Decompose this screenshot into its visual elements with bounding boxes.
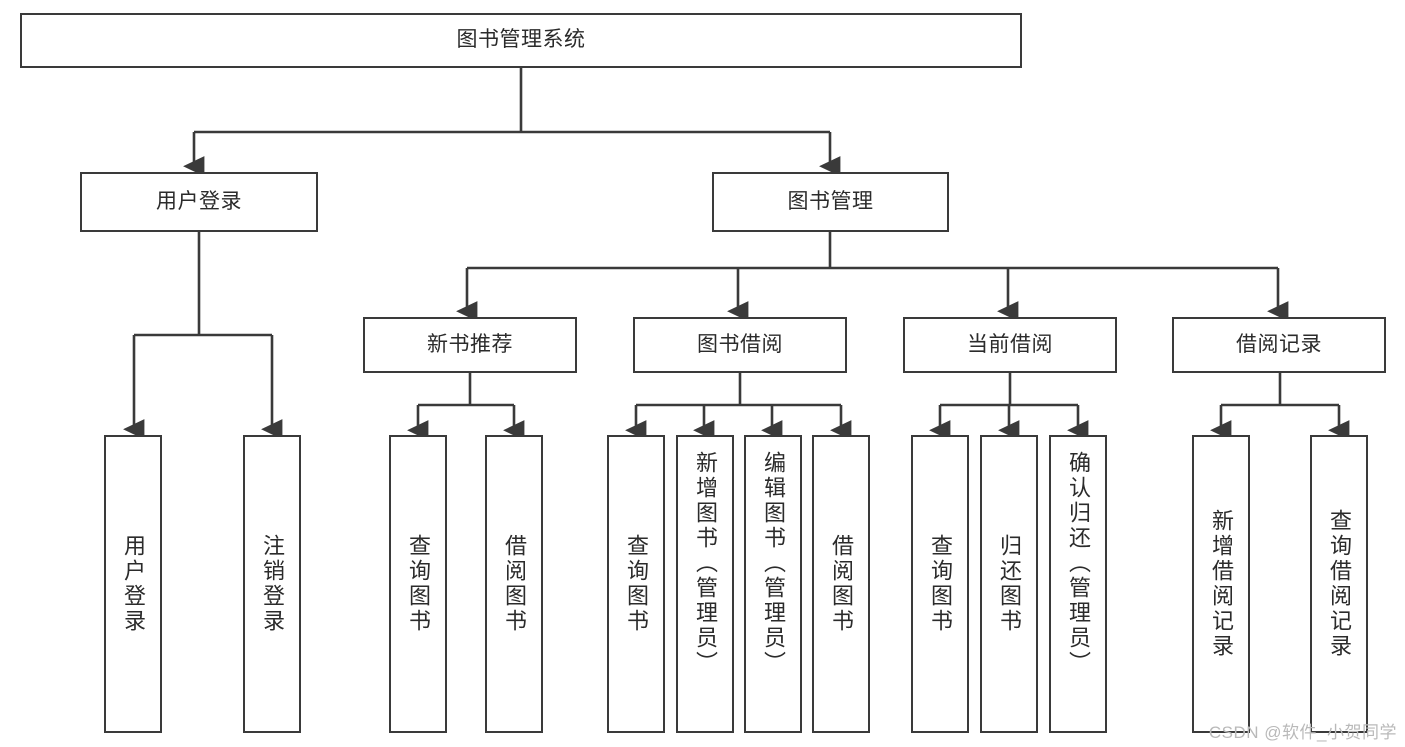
node-root[interactable]: 图书管理系统 <box>20 13 1022 68</box>
node-leaf-query-book-3-label: 查询图书 <box>928 534 953 634</box>
node-leaf-user-login-label: 用户登录 <box>121 534 146 634</box>
node-leaf-borrow-book-1[interactable]: 借阅图书 <box>485 435 543 733</box>
csdn-watermark: CSDN @软件_小贺同学 <box>1208 723 1397 742</box>
node-leaf-add-book[interactable]: 新增图书（管理员） <box>676 435 734 733</box>
node-current-borrow[interactable]: 当前借阅 <box>903 317 1117 373</box>
node-leaf-user-login[interactable]: 用户登录 <box>104 435 162 733</box>
node-leaf-add-record-label: 新增借阅记录 <box>1209 509 1234 659</box>
node-new-book-recommend[interactable]: 新书推荐 <box>363 317 577 373</box>
node-borrow-record-label: 借阅记录 <box>1236 332 1322 356</box>
node-current-borrow-label: 当前借阅 <box>967 332 1053 356</box>
node-leaf-borrow-book-1-label: 借阅图书 <box>502 534 527 634</box>
node-root-label: 图书管理系统 <box>456 28 586 52</box>
node-leaf-edit-book-label: 编辑图书（管理员） <box>761 451 786 676</box>
node-leaf-query-book-1[interactable]: 查询图书 <box>389 435 447 733</box>
node-book-borrow-label: 图书借阅 <box>697 332 783 356</box>
node-leaf-user-logout-label: 注销登录 <box>260 534 285 634</box>
node-leaf-user-logout[interactable]: 注销登录 <box>243 435 301 733</box>
node-borrow-record[interactable]: 借阅记录 <box>1172 317 1386 373</box>
node-leaf-query-record[interactable]: 查询借阅记录 <box>1310 435 1368 733</box>
node-leaf-query-book-3[interactable]: 查询图书 <box>911 435 969 733</box>
node-leaf-return-book-label: 归还图书 <box>997 534 1022 634</box>
node-book-manage[interactable]: 图书管理 <box>712 172 949 232</box>
node-leaf-borrow-book-2-label: 借阅图书 <box>829 534 854 634</box>
node-leaf-edit-book[interactable]: 编辑图书（管理员） <box>744 435 802 733</box>
node-book-borrow[interactable]: 图书借阅 <box>633 317 847 373</box>
node-user-login[interactable]: 用户登录 <box>80 172 318 232</box>
node-book-manage-label: 图书管理 <box>787 189 874 213</box>
node-leaf-return-book[interactable]: 归还图书 <box>980 435 1038 733</box>
node-user-login-label: 用户登录 <box>156 189 242 213</box>
node-leaf-confirm-return-label: 确认归还（管理员） <box>1066 451 1091 676</box>
node-new-book-recommend-label: 新书推荐 <box>427 332 513 356</box>
node-leaf-borrow-book-2[interactable]: 借阅图书 <box>812 435 870 733</box>
node-leaf-add-record[interactable]: 新增借阅记录 <box>1192 435 1250 733</box>
node-leaf-query-book-2[interactable]: 查询图书 <box>607 435 665 733</box>
node-leaf-add-book-label: 新增图书（管理员） <box>693 451 718 676</box>
node-leaf-query-record-label: 查询借阅记录 <box>1327 509 1352 659</box>
node-leaf-confirm-return[interactable]: 确认归还（管理员） <box>1049 435 1107 733</box>
node-leaf-query-book-2-label: 查询图书 <box>624 534 649 634</box>
node-leaf-query-book-1-label: 查询图书 <box>406 534 431 634</box>
